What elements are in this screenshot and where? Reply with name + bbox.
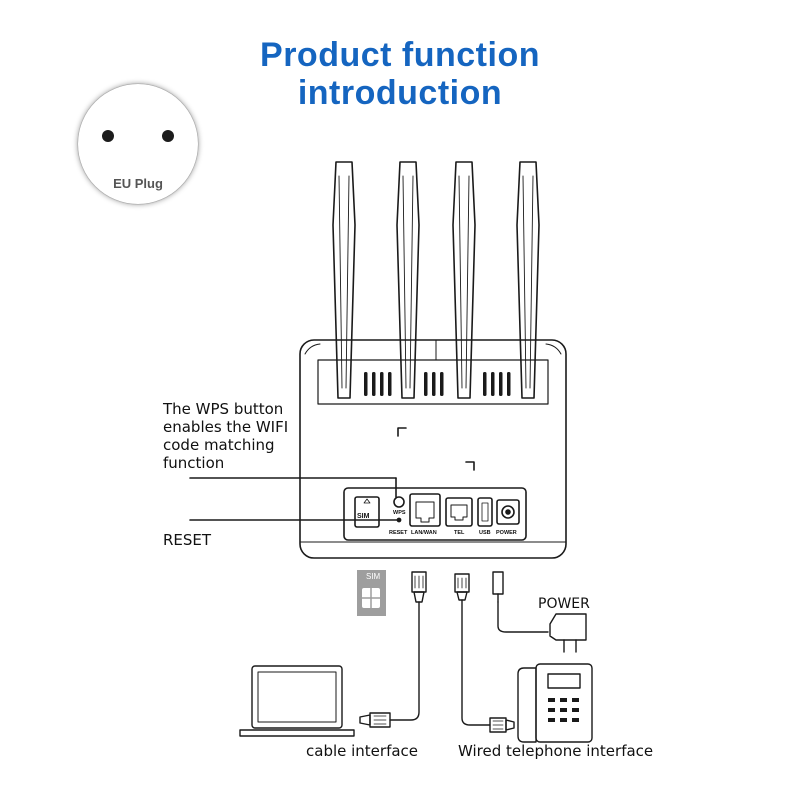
- wired-telephone-interface-label: Wired telephone interface: [458, 742, 654, 760]
- sim-card-icon: [357, 570, 386, 616]
- port-label-sim: SIM: [357, 513, 370, 520]
- port-label-usb: USB: [479, 530, 491, 536]
- plug-pin-left: [102, 130, 114, 142]
- reset-hole: [396, 517, 402, 523]
- usb-port: [477, 497, 493, 527]
- phone-cable-end: [489, 717, 515, 733]
- port-label-reset: RESET: [389, 530, 408, 536]
- lan-cable: [389, 601, 420, 721]
- port-label-wps: WPS: [393, 510, 406, 516]
- port-label-power: POWER: [496, 530, 517, 536]
- port-panel: [343, 487, 527, 541]
- tel-port: [445, 497, 473, 527]
- lan-wan-port: [409, 493, 441, 527]
- power-label: POWER: [538, 596, 590, 612]
- reset-label: RESET: [163, 531, 212, 549]
- page-title-line-2: introduction: [297, 74, 503, 112]
- power-jack: [496, 499, 520, 525]
- sim-slot: [354, 496, 380, 528]
- eu-plug-badge: EU Plug: [78, 84, 198, 204]
- tel-cable-plug: [454, 573, 470, 601]
- power-cable: [497, 601, 549, 633]
- router-body: [299, 339, 567, 559]
- vent-slots: [364, 372, 511, 396]
- lan-cable-plug: [411, 571, 427, 603]
- antenna-2: [396, 161, 420, 399]
- tel-cable: [461, 599, 491, 726]
- antenna-4: [516, 161, 540, 399]
- port-label-tel: TEL: [454, 530, 465, 536]
- sim-card-label: SIM: [366, 572, 381, 581]
- power-adapter-icon: [549, 613, 587, 653]
- page-title-line-1: Product function: [260, 36, 540, 74]
- laptop-cable-end: [359, 712, 391, 728]
- antenna-3: [452, 161, 476, 399]
- eu-plug-label: EU Plug: [113, 176, 163, 191]
- plug-pin-right: [162, 130, 174, 142]
- telephone-icon: [517, 663, 593, 743]
- wps-description: The WPS button enables the WIFI code mat…: [163, 400, 289, 472]
- port-label-lan-wan: LAN/WAN: [411, 530, 437, 536]
- cable-interface-label: cable interface: [306, 742, 419, 760]
- wps-button: [393, 496, 405, 508]
- power-connector: [492, 571, 504, 603]
- laptop-icon: [239, 665, 355, 737]
- antenna-1: [332, 161, 356, 399]
